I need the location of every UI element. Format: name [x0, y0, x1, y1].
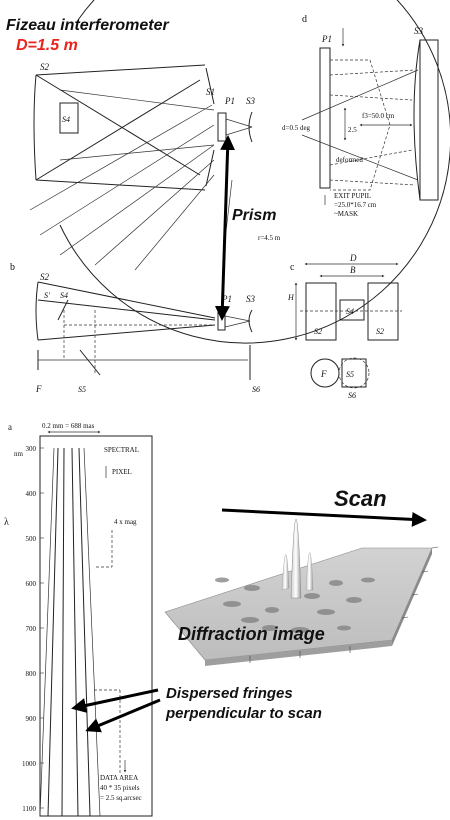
label-s2-b: S2 [40, 272, 50, 282]
fringe-envelope [83, 447, 101, 817]
fringe-envelope [39, 447, 55, 817]
panel-c-tag: c [290, 262, 295, 273]
label-s3-d: S3 [414, 26, 424, 36]
wavelength-tick-label: 1000 [22, 760, 37, 768]
p1-prism [217, 112, 227, 142]
panel-b-tag: b [10, 262, 15, 273]
s2-left-box [305, 282, 337, 341]
central-peak [290, 519, 302, 599]
wavelength-tick-label: 1100 [22, 805, 36, 813]
spectral-panel: a 0.2 mm = 688 mas nm λ 300 400 500 600 700 8… [4, 422, 153, 817]
label-s4-c: S4 [346, 307, 354, 316]
label-s3-b: S3 [246, 294, 256, 304]
wavelength-tick-label: 800 [26, 670, 37, 678]
label-s5-b: S5 [78, 385, 86, 394]
label-f-c: F [320, 369, 327, 379]
label-d-c: D [349, 253, 357, 263]
label-val: 2.5 [348, 126, 357, 134]
label-data-area1: DATA AREA [100, 774, 138, 782]
s3-curved-mirror [413, 39, 421, 201]
label-exit2: =25.0*16.7 cm [334, 201, 377, 209]
label-exit3: ~MASK [334, 210, 358, 218]
label-f3: f3=50.0 cm [362, 112, 395, 120]
fringe-line [71, 447, 79, 817]
label-s6-b: S6 [252, 385, 260, 394]
label-pixel: PIXEL [112, 468, 132, 476]
scan-label: Scan [334, 486, 387, 511]
panel-c: c D B H S2 S4 S2 F S5 S6 [287, 253, 402, 400]
spectral-panel-tag: a [8, 422, 12, 432]
s4-center-box [339, 299, 365, 321]
label-s2-top: S2 [40, 62, 50, 72]
label-b-c: B [350, 265, 356, 275]
diffraction-image: Scan Diffraction image [164, 486, 439, 666]
label-f-b: F [35, 384, 42, 394]
s5-square [341, 358, 367, 388]
p1-plate [319, 47, 331, 189]
panel-b: b S2 S' S4 P1 S3 F S5 S6 [10, 262, 260, 394]
wavelength-tick-label: 600 [26, 580, 37, 588]
label-p1-d: P1 [321, 34, 332, 44]
label-s2r-c: S2 [376, 327, 384, 336]
label-data-area2: 40 * 35 pixels [100, 784, 140, 792]
curved-mirror-envelope [59, 0, 450, 344]
label-s4-top: S4 [62, 115, 70, 124]
s4-box [59, 102, 79, 134]
wavelength-ticks: 300 400 500 600 700 800 900 1000 1100 [22, 445, 44, 813]
s2-mirror [33, 74, 37, 181]
s2-mirror-b [35, 281, 39, 341]
wavelength-tick-label: 400 [26, 490, 37, 498]
fringe-arrow-lower [85, 698, 161, 733]
wavelength-tick-label: 700 [26, 625, 37, 633]
diffraction-label: Diffraction image [178, 624, 325, 644]
s5-mirror-b [79, 349, 101, 376]
label-angle: d=0.5 deg [282, 124, 311, 132]
label-exit1: EXIT PUPIL [334, 192, 371, 200]
fringes-label-line1: Dispersed fringes [166, 685, 293, 702]
top-optical-layout: S2 S1 P1 S3 S4 r=4.5 m [29, 0, 450, 344]
panel-d-tag: d [302, 14, 307, 25]
label-s6-c: S6 [348, 391, 356, 400]
fringes-label-line2: perpendicular to scan [165, 705, 322, 722]
prism-arrow [214, 135, 236, 321]
fringe-line [47, 447, 59, 817]
unit-label: nm [14, 450, 24, 458]
label-s4-b: S4 [60, 291, 68, 300]
s4-mirror-b [57, 299, 69, 321]
title-line2: D=1.5 m [16, 37, 78, 54]
label-s2l-c: S2 [314, 327, 322, 336]
wavelength-tick-label: 300 [26, 445, 37, 453]
title-line1: Fizeau interferometer [6, 17, 169, 34]
label-h-c: H [287, 293, 295, 302]
fringe-line [61, 447, 65, 817]
label-s3-top: S3 [246, 96, 256, 106]
label-mag: 4 x mag [114, 518, 137, 526]
scale-label: 0.2 mm = 688 mas [42, 422, 95, 430]
fringe-line [78, 447, 91, 817]
label-s1-top: S1 [206, 87, 215, 97]
label-data-area3: = 2.5 sq.arcsec [100, 794, 142, 802]
label-spectral: SPECTRAL [104, 446, 139, 454]
label-s5-c: S5 [346, 370, 354, 379]
label-p1-top: P1 [224, 96, 235, 106]
spectral-frame [39, 435, 153, 817]
wavelength-tick-label: 900 [26, 715, 37, 723]
scan-arrow [221, 508, 427, 527]
s1-mirror [205, 67, 215, 105]
label-sprime-b: S' [44, 291, 50, 300]
s2-right-box [367, 282, 399, 341]
prism-label: Prism [232, 207, 276, 224]
lambda-label: λ [4, 517, 9, 528]
wavelength-tick-label: 500 [26, 535, 37, 543]
label-deformed: deformed [336, 156, 363, 164]
fringe-arrow-upper [71, 688, 159, 713]
s3-mirror [248, 111, 253, 143]
label-radius: r=4.5 m [258, 234, 281, 242]
panel-d: d P1 S3 f3=50.0 cm d=0.5 deg 2.5 deforme… [282, 14, 439, 218]
